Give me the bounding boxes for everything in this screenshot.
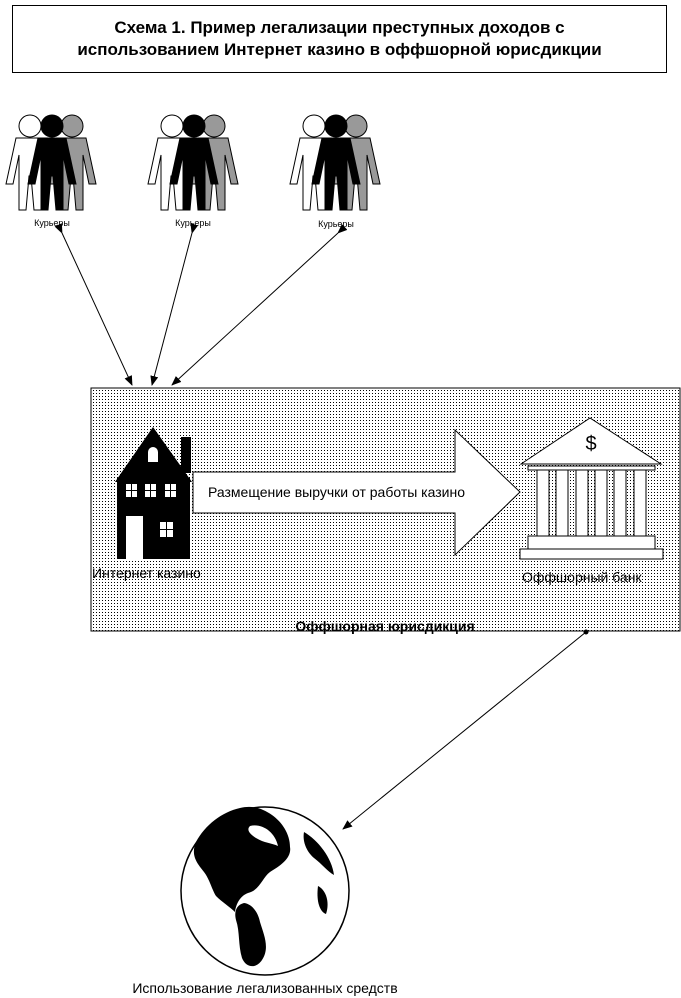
bank-icon — [519, 417, 664, 560]
jurisdiction-label: Оффшорная юрисдикция — [295, 618, 474, 634]
casino-label: Интернет казино — [92, 565, 201, 581]
courier-group-2: Курьеры — [148, 115, 238, 228]
courier-arrow-2 — [150, 223, 199, 386]
house-icon — [115, 427, 192, 559]
courier-group-3: Курьеры — [290, 115, 380, 229]
people-icon — [6, 115, 96, 210]
placement-arrow-label: Размещение выручки от работы казино — [208, 484, 465, 500]
title-line-2: использованием Интернет казино в оффшорн… — [77, 40, 602, 59]
globe-arrow — [342, 631, 587, 830]
placement-arrow — [192, 428, 521, 557]
people-icon — [290, 115, 380, 210]
globe-icon — [180, 806, 350, 976]
diagram-title: Схема 1. Пример легализации преступных д… — [77, 17, 601, 61]
globe-label: Использование легализованных средств — [132, 980, 397, 996]
courier-arrow-1 — [54, 223, 133, 386]
bank-label: Оффшорный банк — [522, 569, 642, 585]
courier-arrow-3 — [171, 223, 348, 386]
courier-label-2: Курьеры — [175, 218, 211, 228]
people-icon — [148, 115, 238, 210]
courier-label-1: Курьеры — [34, 218, 70, 228]
dollar-icon: $ — [585, 433, 596, 455]
diagram-title-box: Схема 1. Пример легализации преступных д… — [12, 5, 667, 73]
title-line-1: Схема 1. Пример легализации преступных д… — [114, 18, 565, 37]
courier-label-3: Курьеры — [318, 219, 354, 229]
courier-group-1: Курьеры — [6, 115, 96, 228]
